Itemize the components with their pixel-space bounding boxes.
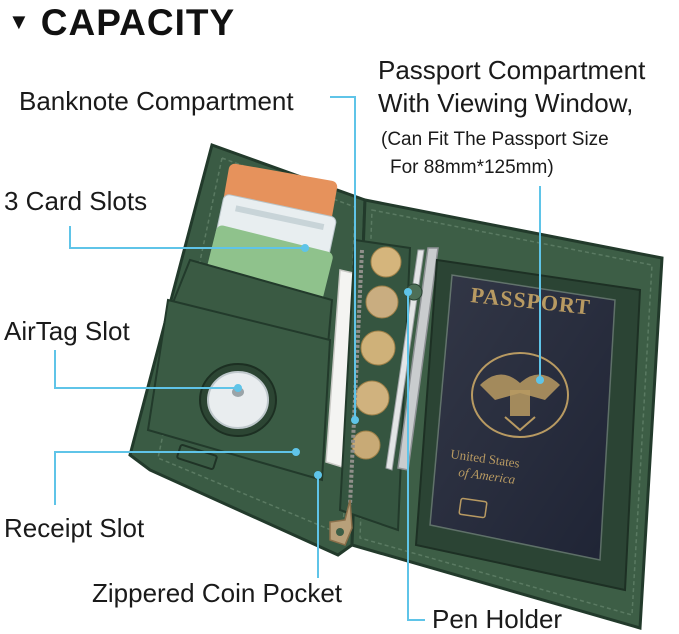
label-banknote: Banknote Compartment [19,86,294,116]
callout-cards [69,226,305,249]
section-title-text: CAPACITY [40,2,236,43]
passport-chip-icon [458,497,488,519]
airtag [199,363,277,437]
label-card-slots: 3 Card Slots [4,186,148,216]
label-passport-line4: For 88mm*125mm) [390,157,554,178]
triangle-down-icon: ▼ [8,9,31,34]
label-passport-line2: With Viewing Window, [378,88,634,118]
passport-window [414,258,642,592]
section-title: ▼ CAPACITY [8,0,235,45]
coin-4 [354,380,390,416]
coin-3 [360,330,396,366]
label-receipt: Receipt Slot [4,513,145,543]
callout-airtag [54,350,238,389]
label-passport-line1: Passport Compartment [378,55,646,85]
label-airtag: AirTag Slot [4,316,130,346]
label-coin-pocket: Zippered Coin Pocket [92,578,343,608]
card-green [206,225,333,301]
callout-receipt [54,451,296,505]
coin-pocket [329,238,412,546]
coin-1 [370,246,402,278]
callout-pen [407,292,425,621]
coin-5 [351,430,381,460]
label-passport-line3: (Can Fit The Passport Size [381,129,609,150]
coin-2 [365,285,399,319]
callout-lines [54,96,544,621]
callout-banknote [330,96,356,420]
label-pen-holder: Pen Holder [432,604,563,634]
